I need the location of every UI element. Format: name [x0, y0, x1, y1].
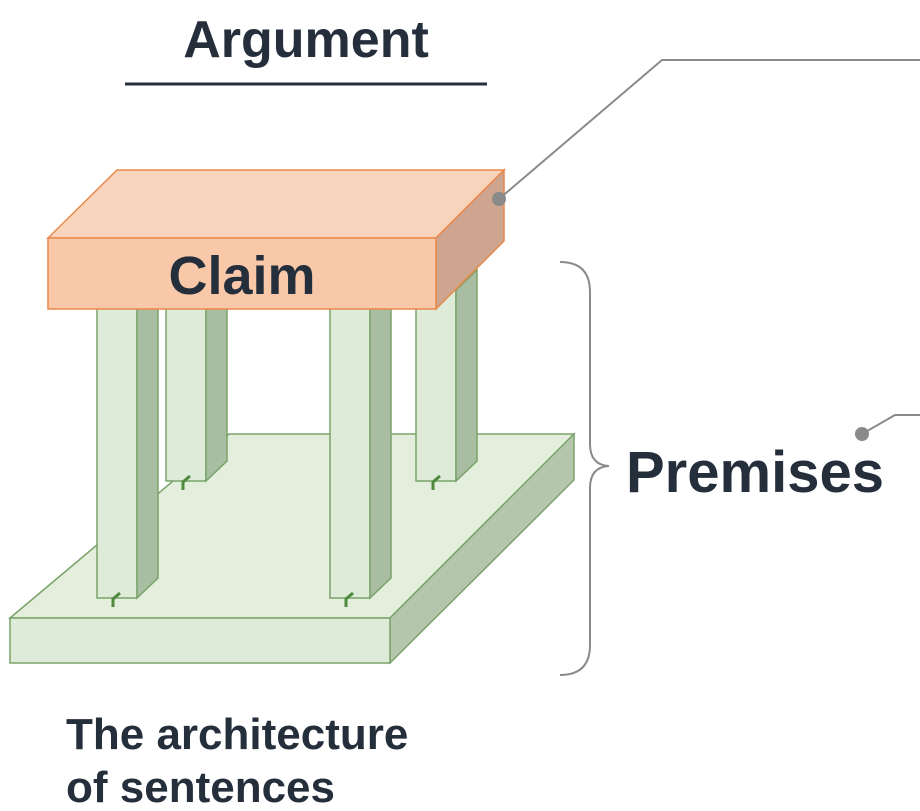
premises-leader-line	[861, 414, 920, 435]
pillar-side-face	[369, 278, 392, 600]
claim-front-face	[47, 237, 437, 310]
caption-line-1: The architecture	[66, 710, 408, 759]
pillar-side-face	[455, 268, 478, 483]
claim-label: Claim	[168, 246, 315, 306]
pillar-side-face	[136, 278, 159, 600]
pillar-front-face	[96, 299, 138, 599]
pillar-front-left	[96, 278, 159, 607]
pillar-foot-mark	[111, 591, 121, 607]
pillar-back-left	[165, 268, 228, 490]
title: Argument	[183, 11, 429, 69]
pillar-front-face	[165, 289, 207, 482]
pillar-front-right	[329, 278, 392, 607]
premises-leader	[855, 414, 920, 441]
pillar-foot-mark	[344, 591, 354, 607]
claim-leader	[492, 59, 920, 206]
claim-slab: Claim	[46, 168, 506, 311]
pillar-front-face	[329, 299, 371, 599]
claim-leader-line	[498, 59, 920, 200]
pillar-foot-mark	[181, 474, 191, 490]
base-front-face	[9, 617, 391, 664]
premises-brace	[559, 261, 610, 676]
pillar-back-right	[415, 268, 478, 490]
base-slab	[7, 432, 576, 665]
premises-leader-dot	[855, 427, 869, 441]
caption-line-2: of sentences	[66, 763, 335, 811]
claim-top-face	[46, 169, 506, 239]
claim-leader-dot	[492, 192, 506, 206]
premises-label: Premises	[626, 440, 884, 505]
pillar-front-face	[415, 289, 457, 482]
pillar-foot-mark	[431, 474, 441, 490]
